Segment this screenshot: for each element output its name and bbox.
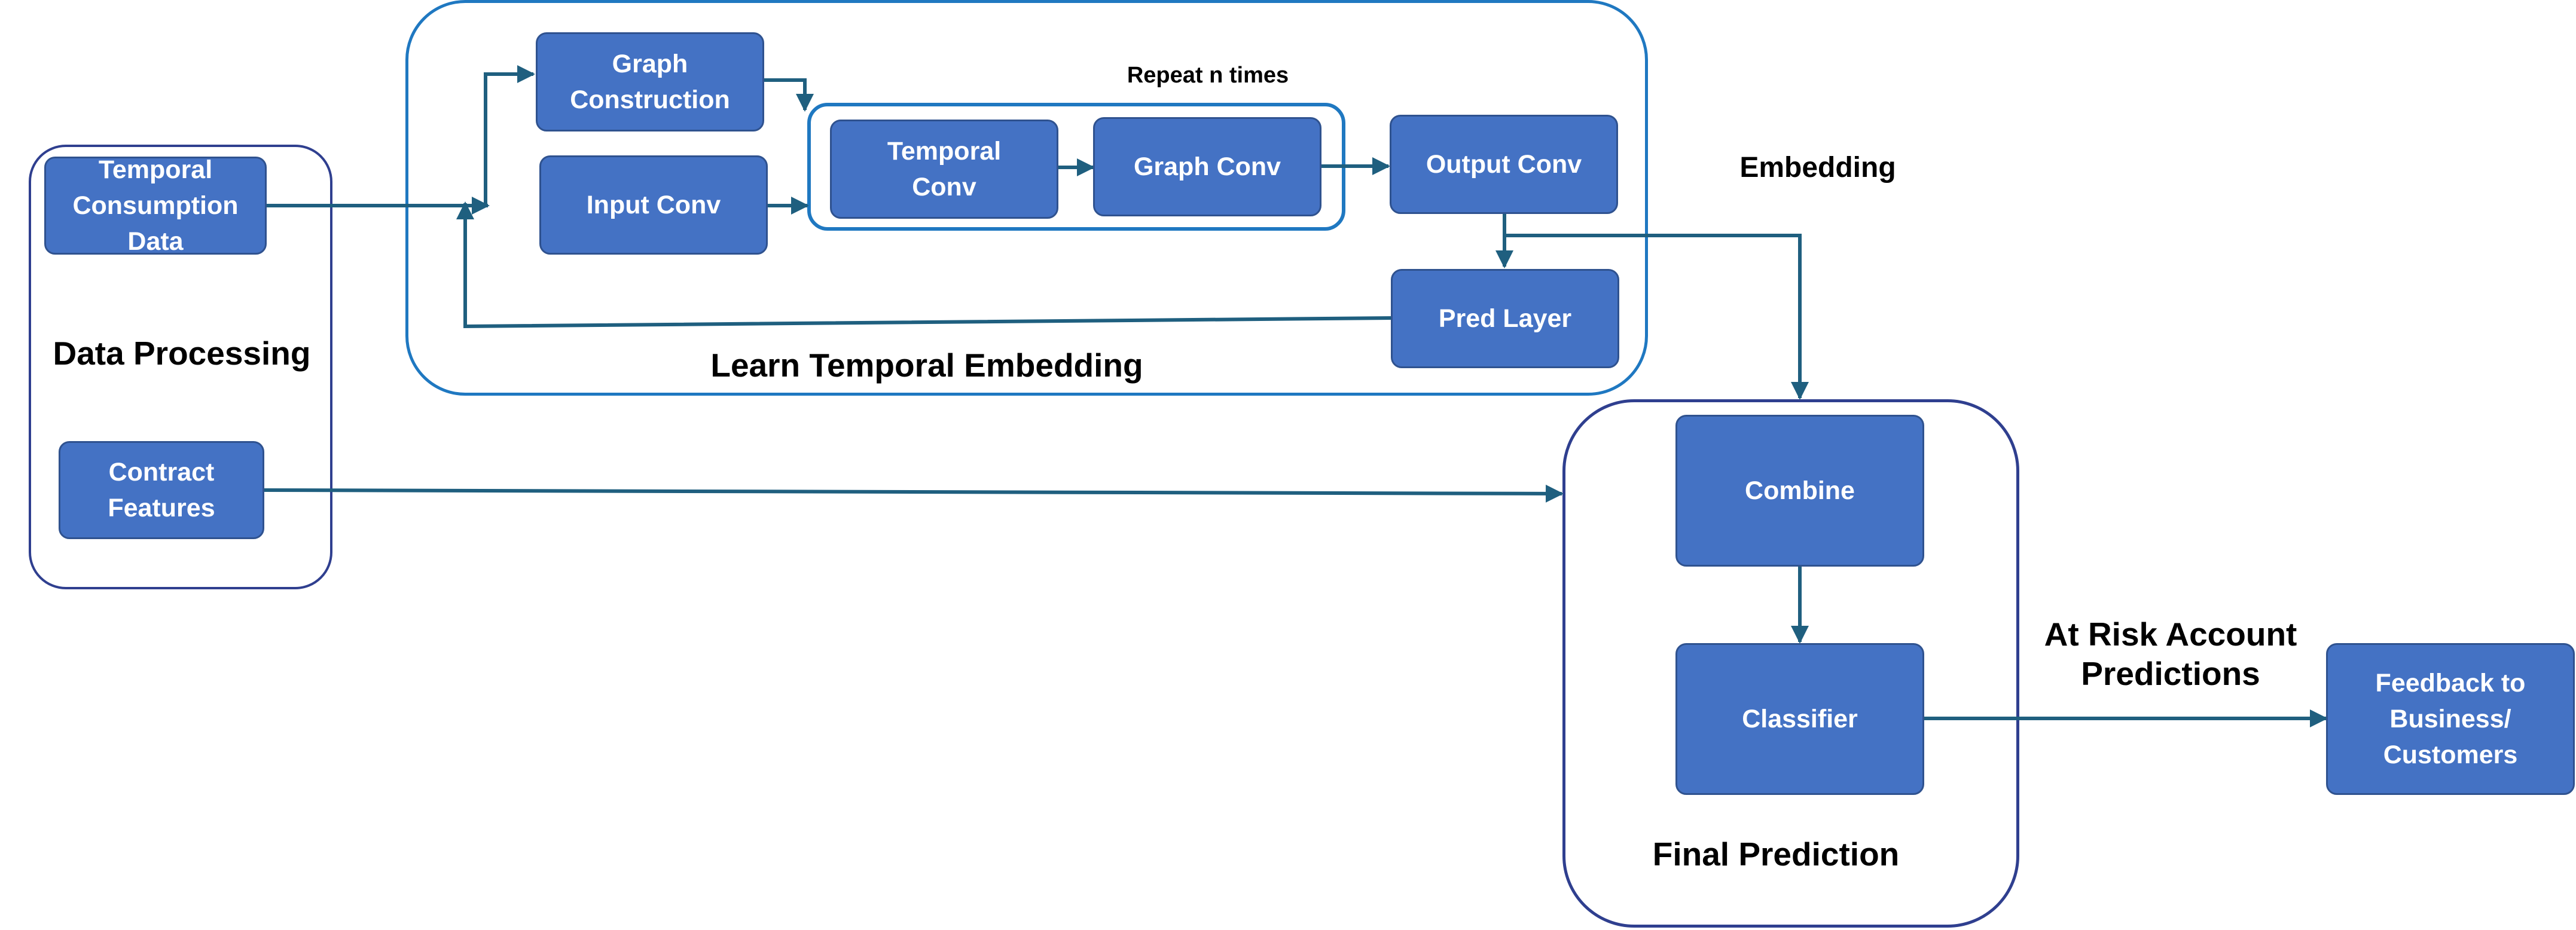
temporal-conv-node: Temporal Conv xyxy=(830,120,1058,219)
edge-contract-features-to-final xyxy=(264,484,1564,503)
input-conv-node: Input Conv xyxy=(539,155,768,255)
graph-conv-node: Graph Conv xyxy=(1093,117,1321,216)
classifier-node: Classifier xyxy=(1675,643,1924,795)
embedding-edge-label: Embedding xyxy=(1739,152,1896,183)
pred-layer-node: Pred Layer xyxy=(1391,269,1619,368)
repeat-n-times-label: Repeat n times xyxy=(1127,63,1289,88)
temporal-consumption-data-node: Temporal Consumption Data xyxy=(44,155,267,256)
data-processing-label: Data Processing xyxy=(53,335,311,372)
graph-construction-node: Graph Construction xyxy=(536,32,764,131)
edge-pred-layer-feedback xyxy=(456,201,1394,329)
output-conv-node: Output Conv xyxy=(1390,115,1618,214)
edge-graph-construction-to-repeat xyxy=(764,78,814,112)
final-prediction-label: Final Prediction xyxy=(1652,836,1900,873)
at-risk-edge-label: At Risk Account Predictions xyxy=(2044,616,2297,692)
edge-embedding-to-combine xyxy=(1504,234,1809,400)
combine-node: Combine xyxy=(1675,415,1924,567)
edge-split-to-graph-construction xyxy=(484,65,535,206)
contract-features-node: Contract Features xyxy=(59,441,264,539)
feedback-node: Feedback to Business/ Customers xyxy=(2326,643,2575,795)
learn-temporal-embedding-label: Learn Temporal Embedding xyxy=(710,347,1143,384)
